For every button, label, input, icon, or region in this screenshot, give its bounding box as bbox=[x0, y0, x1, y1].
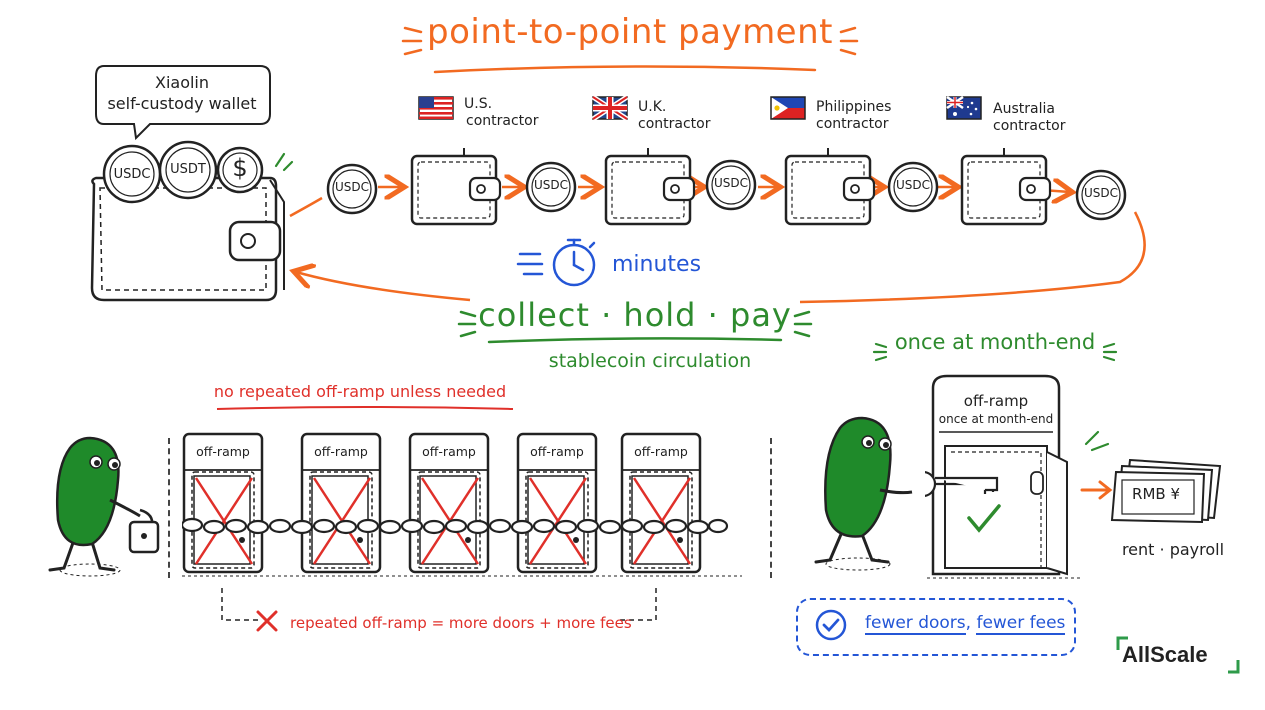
source-coins bbox=[102, 140, 264, 204]
wallet-owner-name: Xiaolin bbox=[154, 73, 210, 92]
usdc-coin-label: USDC bbox=[113, 167, 151, 182]
title-decoration bbox=[401, 26, 859, 74]
circulation-sub-label: stablecoin circulation bbox=[548, 350, 752, 372]
philippines-flag-icon bbox=[770, 96, 806, 120]
australia-flag-icon bbox=[946, 96, 982, 120]
circulation-cycle-label: collect · hold · pay bbox=[478, 296, 792, 334]
uk-flag-icon bbox=[592, 96, 629, 122]
repeated-offramp-fee-note: repeated off-ramp = more doors + more fe… bbox=[290, 614, 632, 632]
sparkle-icon bbox=[274, 152, 294, 172]
cash-label: RMB ¥ bbox=[1132, 485, 1180, 503]
contractor-country-philippines: Philippines bbox=[816, 99, 892, 115]
check-circle-icon bbox=[815, 609, 847, 641]
page-title: point-to-point payment bbox=[427, 12, 833, 52]
warning-underline bbox=[216, 406, 514, 410]
usdc-coin-icon bbox=[705, 159, 757, 211]
usdc-coin-label: USDC bbox=[533, 178, 569, 192]
offramp-door-label: off-ramp bbox=[314, 444, 368, 459]
benefit-box bbox=[796, 598, 1076, 656]
arrow-right-icon bbox=[1080, 480, 1113, 500]
destination-label: rent · payroll bbox=[1121, 540, 1225, 559]
door-subtitle: once at month-end bbox=[938, 412, 1054, 426]
benefit-fewer-fees: fewer fees bbox=[976, 613, 1066, 635]
contractor-country-uk: U.K. bbox=[638, 99, 667, 115]
contractor-wallet-icon bbox=[960, 148, 1052, 226]
brand-logo-frame bbox=[1116, 636, 1240, 674]
usdc-coin-icon bbox=[326, 163, 378, 215]
month-end-heading: once at month-end bbox=[894, 330, 1096, 354]
offramp-door-label: off-ramp bbox=[422, 444, 476, 459]
usdc-coin-label: USDC bbox=[334, 180, 370, 194]
speech-bubble bbox=[95, 65, 271, 141]
usdc-coin-icon bbox=[525, 161, 577, 213]
usdt-coin-label: USDT bbox=[170, 162, 206, 177]
sparkle-icon bbox=[1084, 430, 1110, 452]
open-offramp-door-icon bbox=[925, 374, 1081, 579]
crossed-door-icons bbox=[182, 432, 742, 577]
contractor-wallet-icon bbox=[410, 148, 502, 226]
contractor-country-us: U.S. bbox=[464, 96, 493, 112]
stopwatch-icon bbox=[516, 238, 596, 287]
brand-logo: AllScale bbox=[1122, 642, 1208, 667]
offramp-door-label: off-ramp bbox=[634, 444, 688, 459]
divider bbox=[770, 438, 772, 578]
usdc-coin-icon bbox=[1075, 169, 1127, 221]
character-with-key-icon bbox=[814, 416, 913, 571]
benefit-fewer-doors: fewer doors bbox=[865, 613, 966, 635]
contractor-role: contractor bbox=[638, 116, 711, 132]
month-end-decoration bbox=[872, 342, 1118, 362]
usdc-coin-label: USDC bbox=[713, 176, 749, 190]
circulation-decoration bbox=[457, 310, 813, 344]
wallet-type-label: self-custody wallet bbox=[107, 94, 257, 113]
offramp-door-label: off-ramp bbox=[530, 444, 584, 459]
repeated-offramp-warning: no repeated off-ramp unless needed bbox=[213, 382, 507, 401]
usdc-coin-label: USDC bbox=[895, 178, 931, 192]
dollar-coin-label: $ bbox=[232, 154, 248, 182]
offramp-door-label: off-ramp bbox=[196, 444, 250, 459]
contractor-role: contractor bbox=[816, 116, 889, 132]
contractor-country-australia: Australia bbox=[993, 101, 1055, 117]
timer-label: minutes bbox=[612, 252, 702, 277]
contractor-wallet-icon bbox=[604, 148, 696, 226]
contractor-role: contractor bbox=[466, 113, 539, 129]
door-title: off-ramp bbox=[963, 392, 1029, 410]
character-with-lock-icon bbox=[48, 436, 160, 577]
usdc-coin-icon bbox=[887, 161, 939, 213]
usdc-coin-label: USDC bbox=[1083, 186, 1119, 200]
cash-bills-icon bbox=[1110, 458, 1222, 524]
us-flag-icon bbox=[418, 96, 454, 120]
contractor-wallet-icon bbox=[784, 148, 876, 226]
contractor-role: contractor bbox=[993, 118, 1066, 134]
fee-bracket bbox=[221, 588, 657, 632]
divider bbox=[168, 438, 170, 578]
